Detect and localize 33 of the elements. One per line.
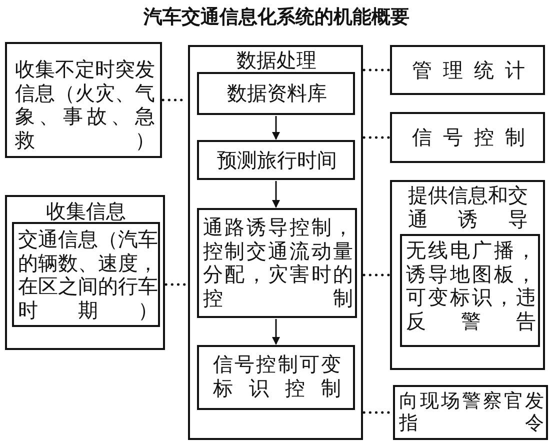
box-text: 数据资料库 bbox=[226, 82, 328, 106]
dotted-connector bbox=[362, 136, 390, 139]
box-text: 交通信息（汽车的辆数、速度，在区之间的行车时期） bbox=[18, 228, 158, 322]
box-text: 向现场警察官发指令 bbox=[399, 390, 544, 435]
arrow bbox=[272, 319, 280, 345]
diagram-title: 汽车交通信息化系统的机能概要 bbox=[142, 5, 410, 30]
process-box bbox=[197, 72, 355, 115]
output-box bbox=[390, 112, 545, 163]
arrow bbox=[272, 181, 280, 208]
box-text: 信号控制可变标识控制 bbox=[213, 353, 341, 400]
arrow bbox=[272, 116, 280, 140]
output-box bbox=[390, 45, 545, 95]
box-heading: 收集信息 bbox=[45, 200, 127, 224]
group-box bbox=[5, 195, 165, 350]
box-text: 信号控制 bbox=[412, 126, 525, 150]
box-heading: 数据处理 bbox=[236, 49, 318, 73]
process-box bbox=[197, 140, 355, 180]
group-box bbox=[188, 45, 363, 440]
box-text: 无线电广播，诱导地图板，可变标识，违反警告 bbox=[406, 239, 536, 334]
info-box bbox=[5, 42, 162, 158]
dotted-connector bbox=[362, 274, 390, 276]
box-heading: 提供信息和交通诱导 bbox=[408, 184, 528, 232]
output-box bbox=[393, 385, 548, 440]
dotted-connector bbox=[164, 283, 188, 286]
output-box bbox=[400, 234, 540, 347]
box-text: 管理统计 bbox=[412, 59, 525, 83]
process-box bbox=[197, 208, 357, 318]
dotted-connector bbox=[362, 68, 390, 72]
box-text: 收集不定时突发信息（火灾、气象、事故、急救） bbox=[15, 58, 155, 152]
group-box bbox=[390, 180, 545, 370]
box-text: 通路诱导控制，控制交通流动量分配，灾害时的控制 bbox=[203, 216, 353, 310]
box-text: 预测旅行时间 bbox=[216, 149, 338, 173]
process-box bbox=[197, 345, 355, 410]
